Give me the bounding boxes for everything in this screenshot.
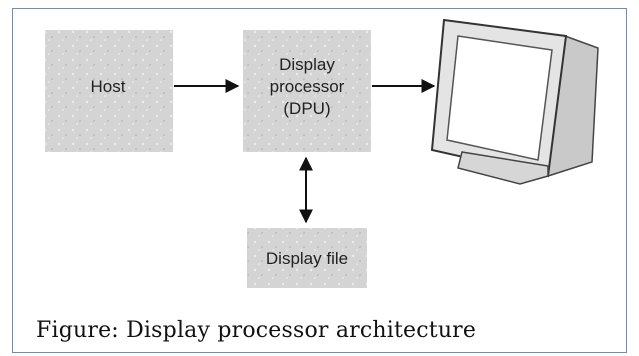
dpu-label-line2: processor	[270, 77, 345, 96]
display-processor-box: Display processor (DPU)	[243, 30, 371, 152]
display-file-box: Display file	[247, 228, 367, 288]
crt-monitor-icon	[430, 18, 599, 185]
host-box: Host	[45, 30, 173, 152]
dpu-label-line1: Display	[279, 55, 335, 74]
dpu-label-line3: (DPU)	[283, 99, 330, 118]
display-file-label: Display file	[266, 249, 348, 268]
host-label: Host	[91, 77, 126, 96]
figure-caption: Figure: Display processor architecture	[36, 318, 477, 343]
